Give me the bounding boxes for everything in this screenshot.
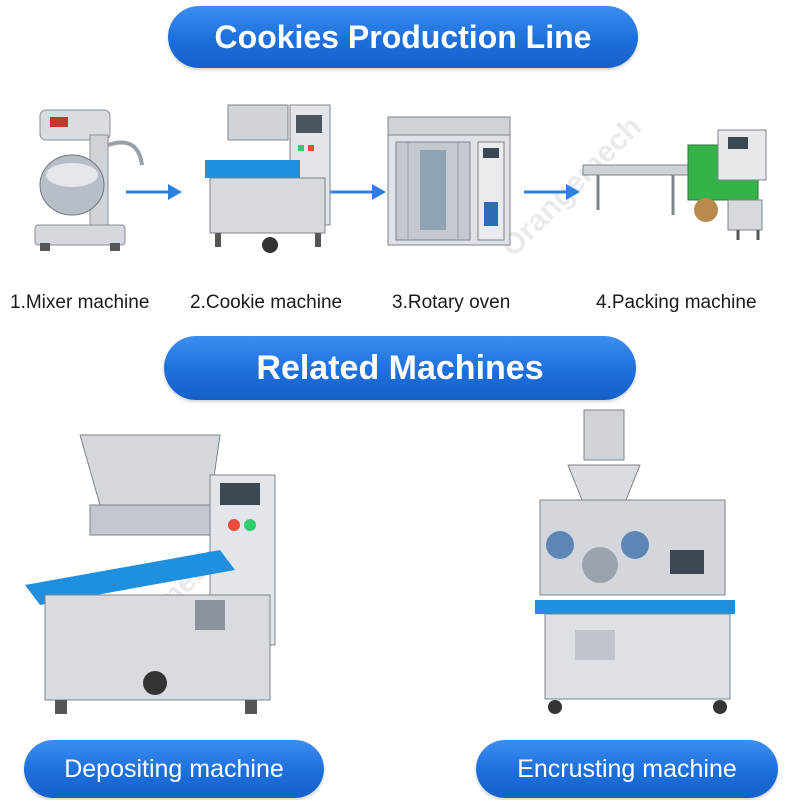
arrow-right-icon	[524, 184, 580, 200]
encrusting-machine-caption: Encrusting machine	[476, 740, 778, 798]
depositing-machine-caption: Depositing machine	[24, 740, 324, 798]
mixer-machine-icon	[34, 109, 144, 251]
rotary-oven-icon	[387, 116, 511, 246]
step-label-oven: 3.Rotary oven	[392, 292, 511, 313]
step-label-packing: 4.Packing machine	[596, 292, 757, 313]
arrow-right-icon	[330, 184, 386, 200]
step-label-mixer: 1.Mixer machine	[10, 292, 150, 313]
step-label-cookie: 2.Cookie machine	[190, 292, 343, 313]
production-line-title: Cookies Production Line	[168, 6, 638, 68]
related-machines-title: Related Machines	[164, 336, 636, 400]
packing-machine-icon	[582, 129, 767, 240]
depositing-machine-icon	[25, 434, 276, 714]
arrow-right-icon	[126, 184, 182, 200]
encrusting-machine-icon	[535, 409, 735, 714]
cookie-machine-icon	[205, 104, 331, 253]
